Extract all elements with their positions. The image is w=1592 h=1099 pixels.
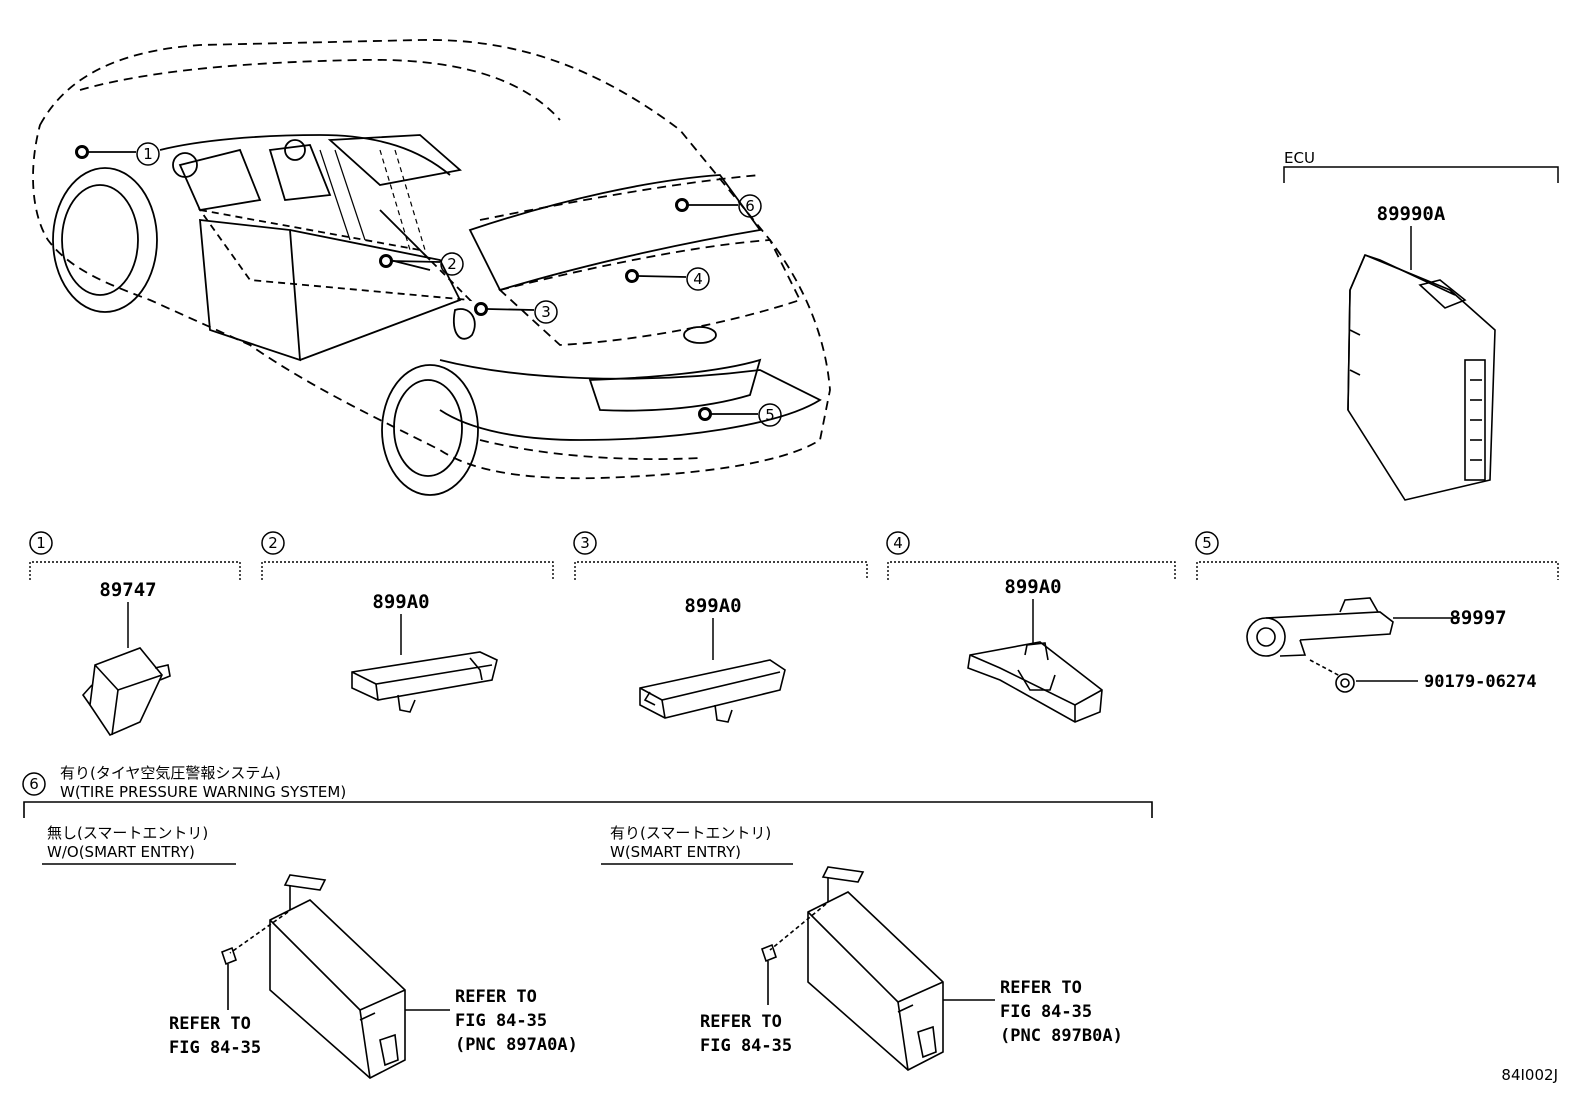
ecu-part-number: 89990A — [1377, 203, 1446, 225]
tpws-title-jp: 有り(タイヤ空気圧警報システム) — [60, 764, 281, 782]
callout-num-2: 2 — [447, 255, 457, 273]
w-smart-entry-en: W(SMART ENTRY) — [610, 843, 741, 861]
left-unit-ref-line1: REFER TO — [455, 987, 537, 1007]
wo-smart-entry-en: W/O(SMART ENTRY) — [47, 843, 195, 861]
right-bolt-ref-line2: FIG 84-35 — [700, 1036, 792, 1056]
right-unit-ref-line3: (PNC 897B0A) — [1000, 1026, 1123, 1046]
group-brackets — [23, 561, 1559, 818]
group-callouts — [22, 531, 1219, 796]
tpws-title-en: W(TIRE PRESSURE WARNING SYSTEM) — [60, 783, 346, 801]
tpws-receiver-icon-right — [761, 866, 995, 1071]
callout-num-4: 4 — [693, 270, 703, 288]
figure-code: 84I002J — [1501, 1066, 1558, 1084]
part-number-90179-06274: 90179-06274 — [1424, 672, 1537, 692]
car-illustration — [32, 39, 831, 496]
part-number-89997: 89997 — [1449, 607, 1506, 629]
callout-num-1: 1 — [143, 145, 153, 163]
right-unit-ref-line2: FIG 84-35 — [1000, 1002, 1092, 1022]
callout-leaders — [75, 145, 758, 421]
left-unit-ref-line2: FIG 84-35 — [455, 1011, 547, 1031]
part-number-899a0-b: 899A0 — [684, 595, 741, 617]
callout-circle-2 — [440, 252, 464, 276]
part-leaders — [127, 599, 1460, 682]
ecu-module-icon — [1347, 253, 1496, 501]
right-bolt-ref-line1: REFER TO — [700, 1012, 782, 1032]
part-899a0-icon-c — [967, 641, 1103, 723]
part-899a0-icon-a — [351, 651, 498, 713]
callout-num-5: 5 — [765, 406, 775, 424]
part-89997-icon — [1246, 597, 1394, 693]
right-unit-ref-line1: REFER TO — [1000, 978, 1082, 998]
group-num-5: 5 — [1202, 534, 1212, 552]
callout-num-6: 6 — [745, 197, 755, 215]
group-num-4: 4 — [893, 534, 903, 552]
part-89747-icon — [81, 647, 171, 736]
group-num-6: 6 — [29, 775, 39, 793]
tpws-receiver-icon-left — [221, 874, 450, 1079]
callout-circle-4 — [686, 267, 710, 291]
part-number-89747: 89747 — [99, 579, 156, 601]
left-unit-ref-line3: (PNC 897A0A) — [455, 1035, 578, 1055]
wo-smart-entry-jp: 無し(スマートエントリ) — [47, 824, 208, 842]
ecu-group: ECU 89990A — [1283, 149, 1559, 501]
car-callouts — [136, 142, 782, 427]
callout-num-3: 3 — [541, 303, 551, 321]
part-number-899a0-c: 899A0 — [1004, 576, 1061, 598]
part-899a0-icon-b — [639, 659, 786, 723]
callout-circle-1 — [136, 142, 160, 166]
callout-circle-3 — [534, 300, 558, 324]
group-num-2: 2 — [268, 534, 278, 552]
ecu-header: ECU — [1284, 149, 1315, 167]
callout-circle-5 — [758, 403, 782, 427]
left-bolt-ref-line2: FIG 84-35 — [169, 1038, 261, 1058]
part-number-899a0-a: 899A0 — [372, 591, 429, 613]
group-num-1: 1 — [36, 534, 46, 552]
callout-circle-6 — [738, 194, 762, 218]
left-bolt-ref-line1: REFER TO — [169, 1014, 251, 1034]
w-smart-entry-jp: 有り(スマートエントリ) — [610, 824, 771, 842]
group-num-3: 3 — [580, 534, 590, 552]
